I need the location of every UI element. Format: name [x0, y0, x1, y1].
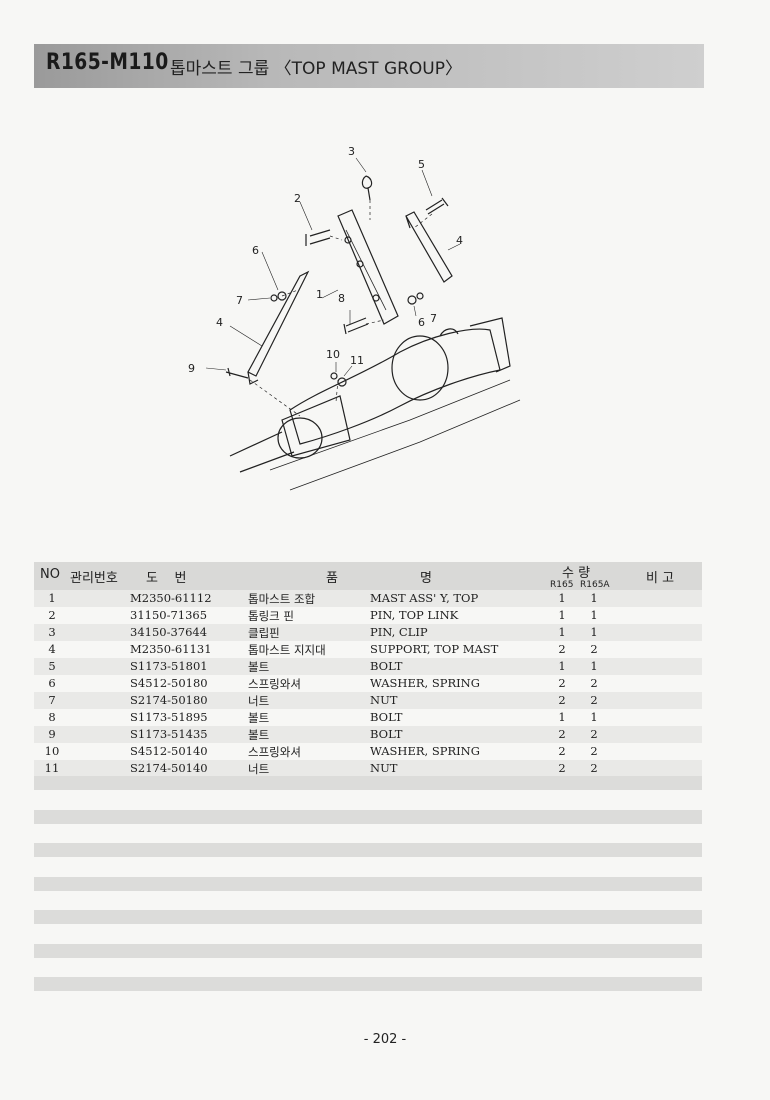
callout-3: 3 [348, 145, 355, 158]
empty-row-band [34, 910, 702, 924]
empty-row-band [34, 977, 702, 991]
bolt-5 [425, 197, 449, 215]
callout-4-left: 4 [216, 316, 223, 329]
section-code: R165-M110 [46, 50, 169, 75]
empty-row-band [34, 810, 702, 824]
exploded-parts-diagram: 3 5 2 4 6 7 1 8 6 7 4 10 11 9 [188, 145, 521, 491]
page-number: - 202 - [363, 1032, 407, 1047]
callout-6-right: 6 [418, 316, 425, 329]
bolt-9 [225, 367, 249, 379]
axle-housing [289, 328, 501, 445]
callout-11: 11 [350, 354, 364, 367]
bolt-8 [343, 317, 369, 335]
header-name-b: 명 [420, 571, 432, 586]
callout-2: 2 [294, 192, 301, 205]
empty-row-band [34, 776, 702, 790]
support-right [405, 211, 453, 283]
callout-1: 1 [316, 288, 323, 301]
header-remark: 비 고 [646, 571, 675, 586]
top-link-pin [305, 229, 331, 246]
header-name-a: 품 [326, 571, 338, 586]
clip-pin [361, 175, 373, 201]
callout-5: 5 [418, 158, 425, 171]
top-mast-part [337, 209, 399, 325]
callout-10: 10 [326, 348, 340, 361]
callout-7-left: 7 [236, 294, 243, 307]
support-left [247, 270, 310, 385]
empty-row-band [34, 877, 702, 891]
header-qty-r165: R165 [550, 580, 574, 590]
section-title: 톱마스트 그룹 〈TOP MAST GROUP〉 [170, 59, 463, 79]
callout-7-right: 7 [430, 312, 437, 325]
empty-row-band [34, 944, 702, 958]
callout-8: 8 [338, 292, 345, 305]
header-qty: 수 량 [562, 566, 591, 581]
table-header: NO 관리번호 도 번 품 명 수 량 R165 R165A 비 고 [34, 562, 702, 590]
callout-6-left: 6 [252, 244, 259, 257]
header-drawing: 도 번 [146, 571, 187, 586]
callout-4-right: 4 [456, 234, 463, 247]
header-bar [34, 44, 704, 88]
empty-row-band [34, 843, 702, 857]
callout-9: 9 [188, 362, 195, 375]
header-mgmt: 관리번호 [70, 571, 118, 586]
header-no: NO [40, 567, 60, 582]
header-qty-r165a: R165A [580, 580, 610, 590]
